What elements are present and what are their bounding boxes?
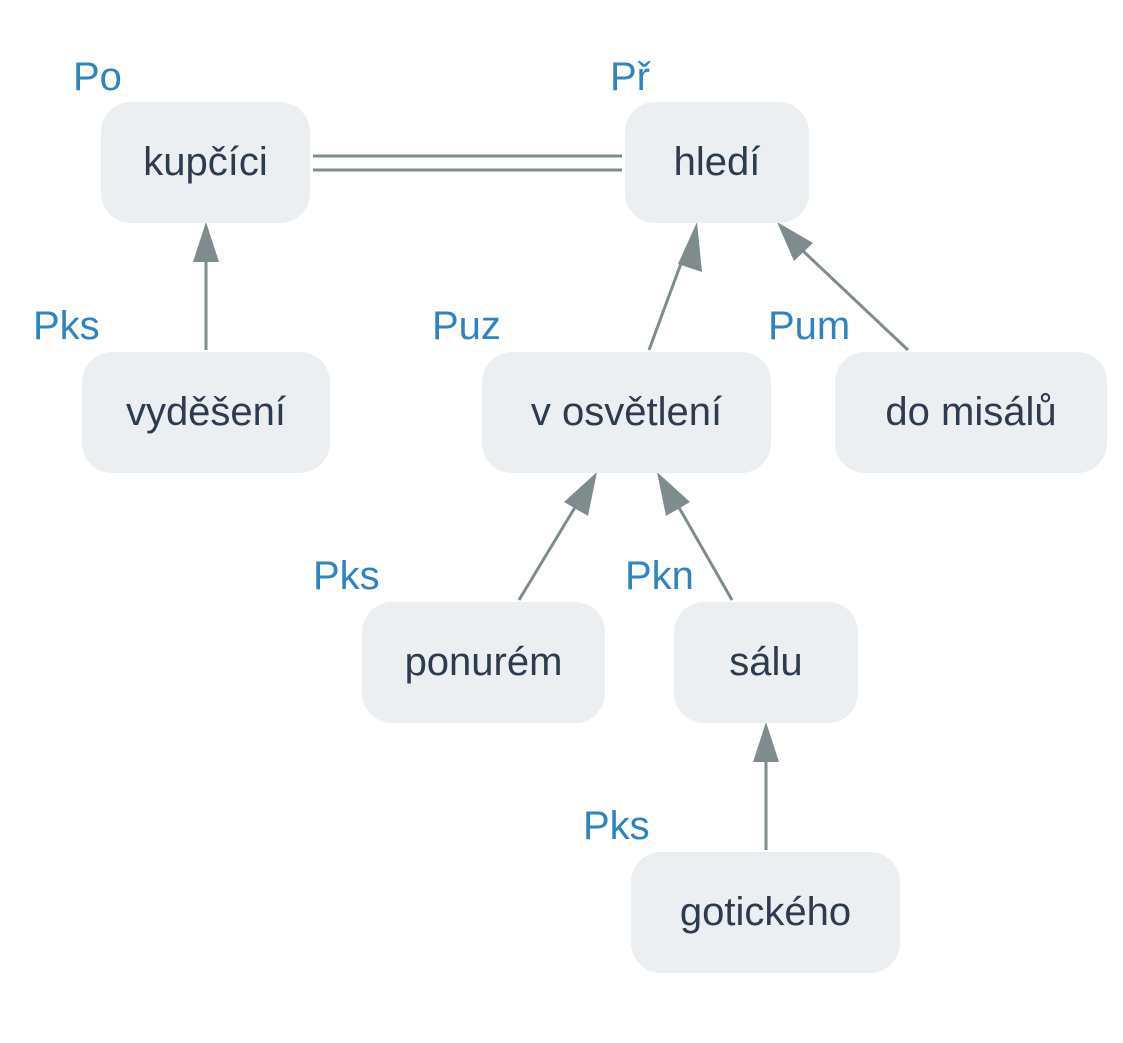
label-salu: Pkn — [625, 554, 694, 598]
label-vydeseni: Pks — [33, 304, 100, 348]
arrow-head-kupcici — [193, 222, 219, 262]
edge-ponurem-osvetleni — [517, 503, 579, 601]
arrow-head-salu — [753, 722, 779, 762]
node-salu: sálu — [674, 602, 858, 723]
label-hledi: Př — [610, 55, 650, 99]
label-misalu: Pum — [768, 304, 851, 348]
arrow-head-hledi-left — [678, 222, 702, 272]
node-hledi: hledí — [625, 102, 809, 223]
node-osvetleni: v osvětlení — [482, 352, 771, 473]
label-gotickeho: Pks — [583, 804, 650, 848]
arrow-head-osvetleni-right — [657, 472, 690, 516]
arrow-head-osvetleni-left — [564, 472, 597, 516]
node-kupcici: kupčíci — [101, 102, 310, 223]
edge-osvetleni-hledi — [647, 257, 685, 351]
edge-misalu-hledi — [800, 248, 910, 352]
label-kupcici: Po — [73, 55, 122, 99]
node-ponurem: ponurém — [362, 602, 605, 723]
label-osvetleni: Puz — [432, 304, 501, 348]
node-misalu: do misálů — [835, 352, 1107, 473]
node-gotickeho: gotického — [631, 852, 900, 973]
arrow-head-hledi-right — [777, 222, 813, 261]
label-ponurem: Pks — [313, 554, 380, 598]
node-vydeseni: vyděšení — [82, 352, 330, 473]
edge-salu-osvetleni — [675, 503, 734, 601]
